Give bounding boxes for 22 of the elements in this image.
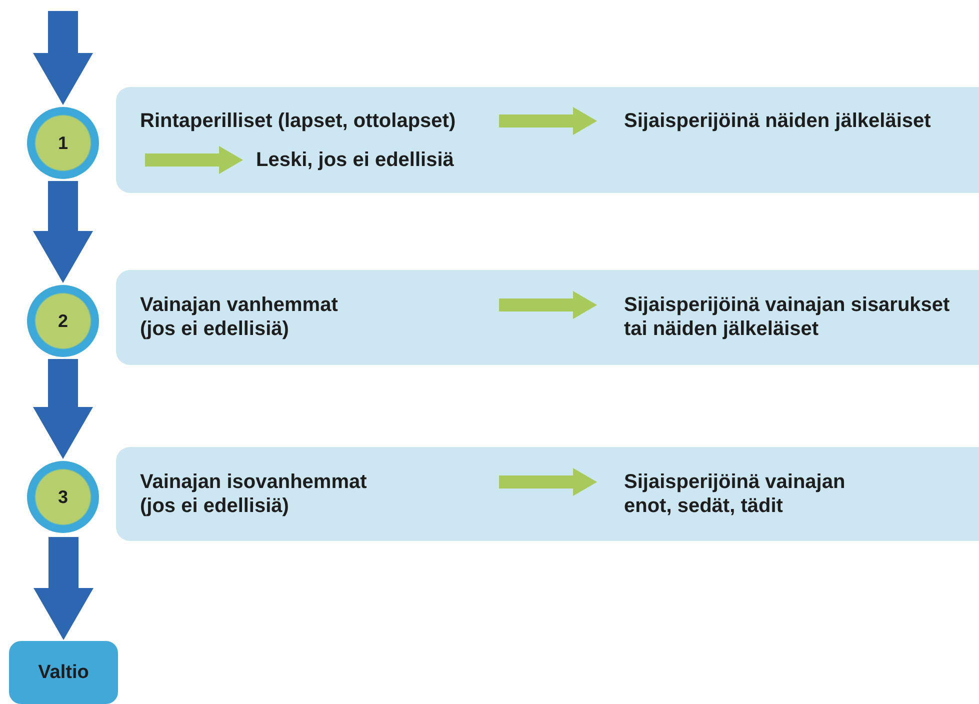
- step-band: [116, 87, 979, 193]
- arrow: [499, 107, 597, 135]
- heir-label: Sijaisperijöinä näiden jälkeläiset: [624, 109, 931, 133]
- arrow: [499, 468, 597, 496]
- arrow: [33, 11, 93, 105]
- arrow: [33, 359, 93, 459]
- step-circle: 3: [27, 461, 99, 533]
- heir-label: Leski, jos ei edellisiä: [256, 148, 454, 172]
- step-band: [116, 447, 979, 541]
- step-circle: 1: [27, 107, 99, 179]
- arrow: [145, 146, 243, 174]
- arrow: [33, 181, 93, 283]
- step-band: [116, 270, 979, 365]
- heir-label: Vainajan isovanhemmat (jos ei edellisiä): [140, 470, 390, 518]
- arrow: [34, 537, 94, 640]
- end-box: Valtio: [9, 641, 118, 704]
- heir-label: Sijaisperijöinä vainajan sisarukset tai näiden jälkeläiset: [624, 293, 976, 341]
- step-circle: 2: [27, 285, 99, 357]
- heir-label: Sijaisperijöinä vainajan enot, sedät, tädit: [624, 470, 882, 518]
- heir-label: Vainajan vanhemmat (jos ei edellisiä): [140, 293, 365, 341]
- arrow: [499, 291, 597, 319]
- heir-label: Rintaperilliset (lapset, ottolapset): [140, 109, 490, 133]
